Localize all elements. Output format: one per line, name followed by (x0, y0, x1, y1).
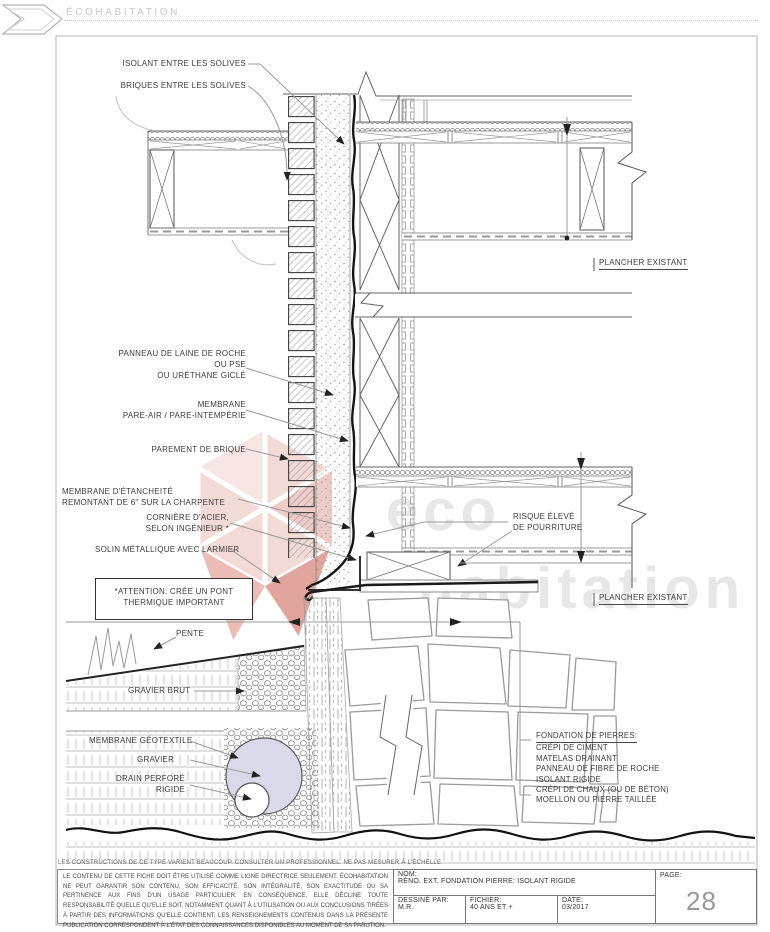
fondation-title: FONDATION DE PIERRES: (536, 731, 638, 744)
stone-break (379, 694, 423, 796)
dessine-label: DESSINÉ PAR: (398, 897, 449, 904)
titleblock-date-cell: DATE: 03/2017 (558, 896, 656, 924)
sheet-border (55, 35, 758, 926)
sill-detail (304, 551, 539, 602)
attention-note-box: *ATTENTION: CRÉE UN PONT THERMIQUE IMPOR… (95, 578, 253, 620)
label-parement-brique: PAREMENT DE BRIQUE (151, 445, 246, 454)
label-isolant-solives: ISOLANT ENTRE LES SOLIVES (122, 59, 246, 68)
titleblock-page-cell: PAGE: 28 (656, 870, 756, 923)
header-divider (64, 20, 758, 21)
title-block: NOM: RÉNO. EXT. FONDATION PIERRE: ISOLAN… (393, 869, 757, 924)
label-plancher-existant-2: PLANCHER EXISTANT (599, 592, 688, 605)
top-break (283, 70, 632, 97)
bottom-soil (66, 842, 755, 866)
label-plancher-existant-1: PLANCHER EXISTANT (599, 257, 688, 270)
titleblock-nom-cell: NOM: RÉNO. EXT. FONDATION PIERRE: ISOLAN… (394, 870, 656, 896)
brick-column (288, 96, 315, 558)
membrane-line (305, 94, 357, 590)
wall-framing (359, 94, 400, 468)
annotation-lines (66, 63, 632, 801)
upper-right-floor (356, 121, 648, 241)
drainage-mat-strip (325, 597, 353, 833)
nom-value: RÉNO. EXT. FONDATION PIERRE: ISOLANT RIG… (398, 878, 576, 885)
label-briques-solives: BRIQUES ENTRE LES SOLIVES (120, 81, 246, 90)
left-floor (147, 130, 288, 236)
scale-notice: LES CONSTRUCTIONS DE CE TYPE VARIENT BEA… (58, 860, 442, 866)
date-label: DATE: (562, 897, 584, 904)
label-membrane-pare-air: MEMBRANE PARE-AIR / PARE-INTEMPÉRIE (122, 400, 246, 420)
disclaimer-box: LE CONTENU DE CETTE FICHE DOIT ÊTRE UTIL… (57, 869, 394, 929)
grade-left (65, 627, 307, 825)
wall-break (355, 292, 633, 318)
label-drain: DRAIN PERFORÉ RIGIDE (115, 774, 185, 794)
dimension-markers (288, 124, 585, 626)
drain-zone (224, 728, 320, 828)
fichier-label: FICHIER: (470, 897, 502, 904)
brand-title: ÉCOHABITATION (66, 7, 180, 18)
titleblock-fichier-cell: FICHIER: 40 ANS ET + (466, 896, 558, 924)
interior-strapping (401, 98, 415, 560)
label-membrane-geotextile: MEMBRANE GÉOTEXTILE (89, 736, 193, 745)
label-gravier-brut: GRAVIER BRUT (128, 686, 191, 695)
drain-pipe-circle (234, 782, 270, 818)
fichier-value: 40 ANS ET + (470, 904, 513, 911)
page-number: 28 (686, 886, 717, 916)
label-solin: SOLIN MÉTALLIQUE AVEC LARMIER (95, 545, 240, 554)
page-label: PAGE: (660, 872, 682, 879)
insulation-layer (315, 95, 351, 585)
label-membrane-etancheite: MEMBRANE D'ÉTANCHEITÉ REMONTANT DE 6" SU… (62, 487, 226, 507)
label-risque-pourriture: RISQUE ÉLEVÉ DE POURRITURE (513, 512, 583, 532)
date-value: 03/2017 (562, 904, 589, 911)
label-corniere: CORNIÈRE D'ACIER, SELON INGÉNIEUR * (145, 513, 229, 533)
label-gravier: GRAVIER (137, 755, 175, 764)
ground-wavy-line (65, 827, 756, 842)
brand-chevron-icon (2, 4, 63, 35)
slope-line (65, 645, 305, 682)
fondation-legend: FONDATION DE PIERRES: CRÉPI DE CIMENT MA… (536, 731, 669, 805)
label-pente: PENTE (176, 629, 204, 638)
dessine-value: M.R. (398, 904, 414, 911)
label-panneau: PANNEAU DE LAINE DE ROCHE OU PSE OU URÉT… (118, 349, 246, 380)
nom-label: NOM: (398, 871, 418, 878)
titleblock-dessine-cell: DESSINÉ PAR: M.R. (394, 896, 466, 924)
